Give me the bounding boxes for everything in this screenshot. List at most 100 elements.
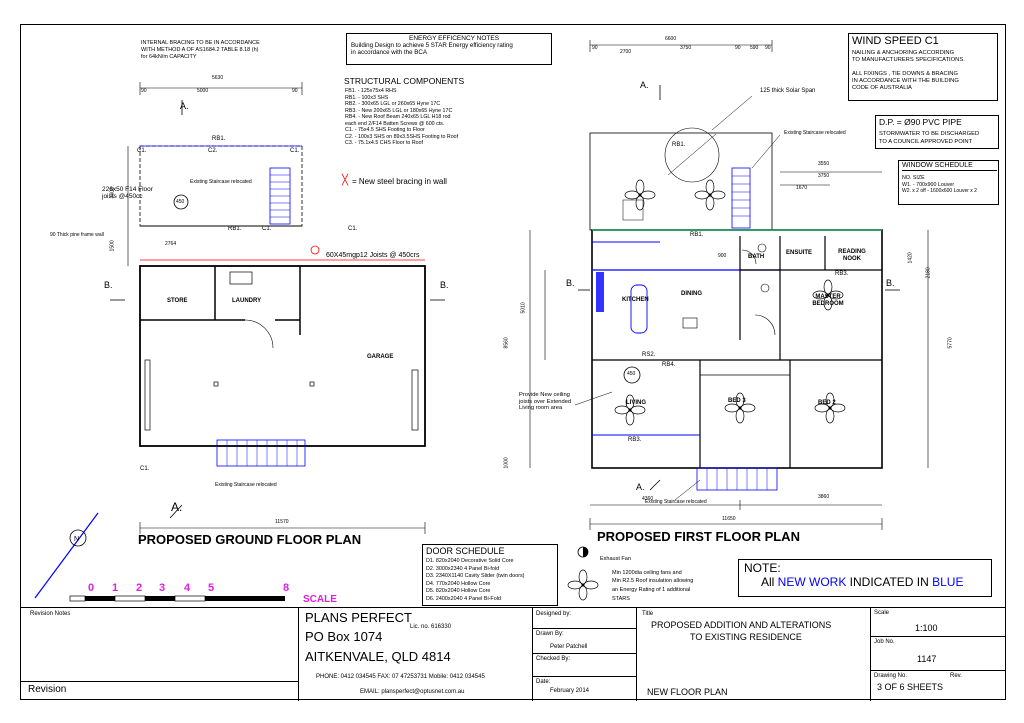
ground-c2: C2.	[208, 148, 218, 154]
energy-line: in accordance with the BCA	[351, 49, 428, 56]
first-dim-5010: 5010	[520, 302, 527, 314]
first-floor-plan	[529, 40, 929, 530]
door-line: D6. 2400x2040 4 Panel Bi-Fold	[426, 595, 501, 602]
fan-legend-line: Min R2.5 Roof insulation allowing	[612, 578, 694, 584]
note-text: All NEW WORK INDICATED IN BLUE	[761, 575, 964, 590]
room-store: STORE	[167, 298, 188, 304]
drawn-by-label: Drawn By:	[536, 631, 564, 637]
note-blue: BLUE	[932, 575, 964, 589]
first-section-a-top: A.	[640, 80, 649, 90]
ground-dim-5000: 5000	[197, 88, 209, 94]
first-dim-11650: 11650	[722, 516, 736, 522]
first-stair-top	[731, 167, 751, 229]
scale-tick-0: 0	[88, 582, 95, 594]
rev-label: Rev.	[950, 673, 962, 679]
drawing-no-label: Drawing No.	[874, 673, 908, 679]
job-label: Job No.	[874, 639, 895, 645]
room-reading-nook: READING NOOK	[838, 249, 866, 262]
designed-by-label: Designed by:	[536, 611, 572, 617]
window-line: W1. - 700x900 Louver	[902, 182, 955, 188]
wind-title: WIND SPEED C1	[852, 35, 939, 47]
ground-c1e: C1.	[140, 466, 150, 472]
ground-dim-left1: 3600	[109, 187, 116, 199]
note-title: NOTE:	[744, 561, 781, 575]
room-garage: GARAGE	[367, 354, 394, 360]
scale-tick-2: 2	[136, 582, 143, 594]
first-dim-2700: 2700	[620, 49, 632, 55]
first-dim-5770: 5770	[947, 337, 954, 349]
wind-line: IN ACCORDANCE WITH THE BUILDING	[852, 78, 959, 84]
first-rs2: RS2.	[642, 352, 656, 358]
job-number: 1147	[917, 654, 937, 664]
revision-notes-label: Revision Notes	[30, 611, 71, 617]
first-dim-900: 900	[718, 253, 727, 259]
room-laundry: LAUNDRY	[232, 298, 262, 304]
structural-line: RB2. - 300x65 LGL or 260x65 Hyne 17C	[345, 101, 441, 107]
ground-stair-top-label: Existing Staircase relocated	[190, 179, 252, 185]
revision-label: Revision	[28, 684, 67, 695]
scale-tick-4: 4	[184, 582, 191, 594]
first-dim-4360: 4360	[642, 496, 654, 502]
structural-components: STRUCTURAL COMPONENTS FB1. - 125x75x4 RH…	[342, 75, 492, 165]
bracing-legend-text: = New steel bracing in wall	[352, 177, 447, 186]
window-schedule-title: WINDOW SCHEDULE	[902, 162, 997, 172]
scale-tick-1: 1	[112, 582, 119, 594]
ground-section-a-bottom: A.	[171, 500, 183, 514]
structural-line: each end 2/F14 Batten Screws @ 600 cts.	[345, 120, 445, 127]
scale-label: SCALE	[303, 594, 337, 605]
sheet-title: NEW FLOOR PLAN	[647, 687, 728, 697]
first-dim-3750: 3750	[680, 45, 692, 51]
ground-pine-wall: 90 Thick pine frame wall	[50, 232, 104, 238]
structural-line: FB1. - 125x75x4 RHS	[345, 88, 397, 94]
first-stair-top-label: Existing Staircase relocated	[784, 130, 846, 136]
ground-section-a-top: A.	[180, 101, 189, 111]
ground-c1c: C1.	[262, 226, 272, 232]
room-ensuite: ENSUITE	[786, 250, 813, 256]
scale-tick-5: 5	[208, 582, 215, 594]
date-value: February 2014	[550, 688, 590, 694]
window-line: W2. x 2 off - 1600x600 Louver x 2	[902, 188, 977, 194]
first-plan-title: PROPOSED FIRST FLOOR PLAN	[597, 529, 800, 544]
note-suffix: INDICATED IN	[846, 575, 933, 589]
fan-legend-symbols	[567, 546, 599, 601]
checked-by-label: Checked By:	[536, 656, 571, 662]
structural-line: C1. - 75x4.5 SHS Footing to Floor	[345, 127, 425, 133]
door-schedule: DOOR SCHEDULE D1. 820x2040 Decorative So…	[422, 544, 558, 606]
room-master-bedroom: MASTER BEDROOM	[812, 294, 844, 307]
structural-line: RB1. - 100x3 SHS	[345, 94, 389, 101]
drawing-title-line1: PROPOSED ADDITION AND ALTERATIONS	[651, 620, 832, 630]
first-solar-span: 125 thick Solar Span	[760, 88, 816, 94]
ground-section-b-right: B.	[440, 280, 449, 290]
first-dim-2180: 2180	[925, 267, 932, 279]
ground-plan-title: PROPOSED GROUND FLOOR PLAN	[138, 532, 362, 547]
first-d450: 450	[627, 371, 636, 377]
wind-line: CODE OF AUSTRALIA	[852, 85, 912, 91]
dp-line: TO A COUNCIL APPROVED POINT	[879, 139, 973, 145]
ground-dim-90b: 90	[292, 88, 298, 94]
wind-line: ALL FIXINGS , TIE DOWNS & BRACING	[852, 71, 958, 77]
door-line: D2. 3000x2340 4 Panel Bi-fold	[426, 565, 500, 572]
door-line: D1. 820x2040 Decorative Solid Core	[426, 558, 514, 564]
ground-stair-top	[269, 167, 291, 225]
ground-dim-top: 5630	[212, 75, 224, 81]
ground-dim-90a: 90	[141, 88, 147, 94]
ground-floor-joists-label: 226x50 F14 Floor joists @450cc	[102, 186, 153, 201]
company-name: PLANS PERFECT	[305, 610, 412, 625]
bracing-note-line: for 64kN/m CAPACITY	[141, 54, 197, 60]
first-rb3b: RB3.	[835, 271, 849, 277]
first-rb1b: RB1.	[690, 232, 704, 238]
note-new-work: NEW WORK	[777, 575, 847, 589]
first-dim-1670: 1670	[796, 185, 808, 191]
first-ceiling-note: Provide New ceiling joists over Extended…	[519, 392, 572, 412]
first-rb3: RB3.	[628, 437, 642, 443]
first-rb1: RB1.	[672, 142, 686, 148]
ground-c1a: C1.	[137, 148, 147, 154]
window-line: NO. SIZE	[902, 175, 925, 181]
ground-floor-plan	[110, 82, 445, 534]
room-bed3: BED 3	[728, 398, 746, 404]
room-bed2: BED 2	[818, 400, 836, 406]
first-dim-1000: 1000	[503, 457, 510, 469]
room-bath: BATH	[748, 254, 765, 260]
room-living: LIVING	[626, 400, 647, 406]
